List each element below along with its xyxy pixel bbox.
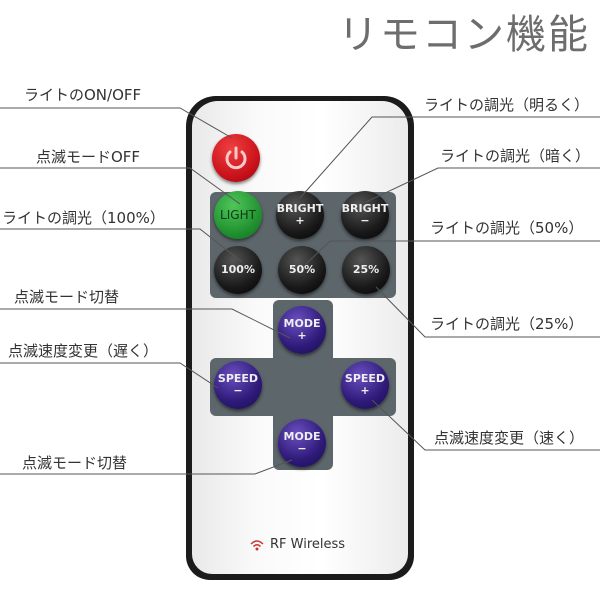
wireless-icon: [250, 539, 264, 550]
label-flash-off: 点滅モードOFF: [36, 148, 141, 166]
speed-label: SPEED: [344, 372, 386, 385]
power-button[interactable]: [212, 134, 260, 182]
bright-minus-button[interactable]: BRIGHT−: [341, 191, 389, 239]
leader-line: [0, 459, 293, 475]
leader-line: [0, 107, 233, 139]
leader-line: [0, 167, 241, 205]
label-dim-50: ライトの調光（50%）: [430, 219, 584, 237]
speed-plus-button[interactable]: SPEED+: [341, 361, 389, 409]
brand-text: RF Wireless: [270, 537, 346, 552]
label-mode-switch-2: 点滅モード切替: [22, 454, 128, 472]
percent-label: 100%: [221, 263, 255, 276]
percent-label: 25%: [352, 263, 380, 276]
leader-line: [0, 228, 243, 263]
bright-label: BRIGHT: [341, 202, 389, 215]
bright-label: BRIGHT: [276, 202, 324, 215]
mode-label: MODE: [283, 317, 321, 330]
label-mode-switch-1: 点滅モード切替: [14, 288, 120, 306]
leader-line: [375, 286, 600, 338]
minus-sign: −: [360, 214, 370, 227]
mode-plus-button[interactable]: MODE+: [278, 306, 326, 354]
label-dim-100: ライトの調光（100%）: [2, 209, 165, 227]
label-speed-fast: 点滅速度変更（速く）: [434, 429, 585, 447]
leader-line: [299, 116, 600, 199]
label-speed-slow: 点滅速度変更（遅く）: [8, 342, 159, 360]
brightness-25-button[interactable]: 25%: [342, 246, 390, 294]
leader-line: [0, 308, 291, 339]
light-button[interactable]: LIGHT: [214, 191, 262, 239]
page-title: リモコン機能: [338, 12, 590, 58]
brand-mark: RF Wireless: [250, 537, 345, 552]
label-dim-brighter: ライトの調光（明るく）: [424, 96, 590, 114]
power-icon: [225, 146, 247, 170]
bright-plus-button[interactable]: BRIGHT+: [276, 191, 324, 239]
speed-label: SPEED: [217, 372, 259, 385]
label-dim-25: ライトの調光（25%）: [430, 315, 584, 333]
leader-line: [0, 362, 219, 389]
percent-label: 50%: [288, 263, 316, 276]
plus-sign: +: [297, 329, 307, 342]
leader-line: [305, 240, 600, 265]
minus-sign: −: [233, 384, 243, 397]
plus-sign: +: [360, 384, 370, 397]
brightness-100-button[interactable]: 100%: [214, 246, 262, 294]
leader-line: [371, 399, 600, 451]
label-dim-darker: ライトの調光（暗く）: [440, 147, 591, 165]
label-light-onoff: ライトのON/OFF: [24, 86, 142, 104]
plus-sign: +: [295, 214, 305, 227]
mode-minus-button[interactable]: MODE−: [278, 419, 326, 467]
minus-sign: −: [297, 442, 307, 455]
brightness-50-button[interactable]: 50%: [278, 246, 326, 294]
light-label: LIGHT: [220, 208, 256, 222]
mode-label: MODE: [283, 430, 321, 443]
speed-minus-button[interactable]: SPEED−: [214, 361, 262, 409]
leader-line: [365, 167, 600, 203]
